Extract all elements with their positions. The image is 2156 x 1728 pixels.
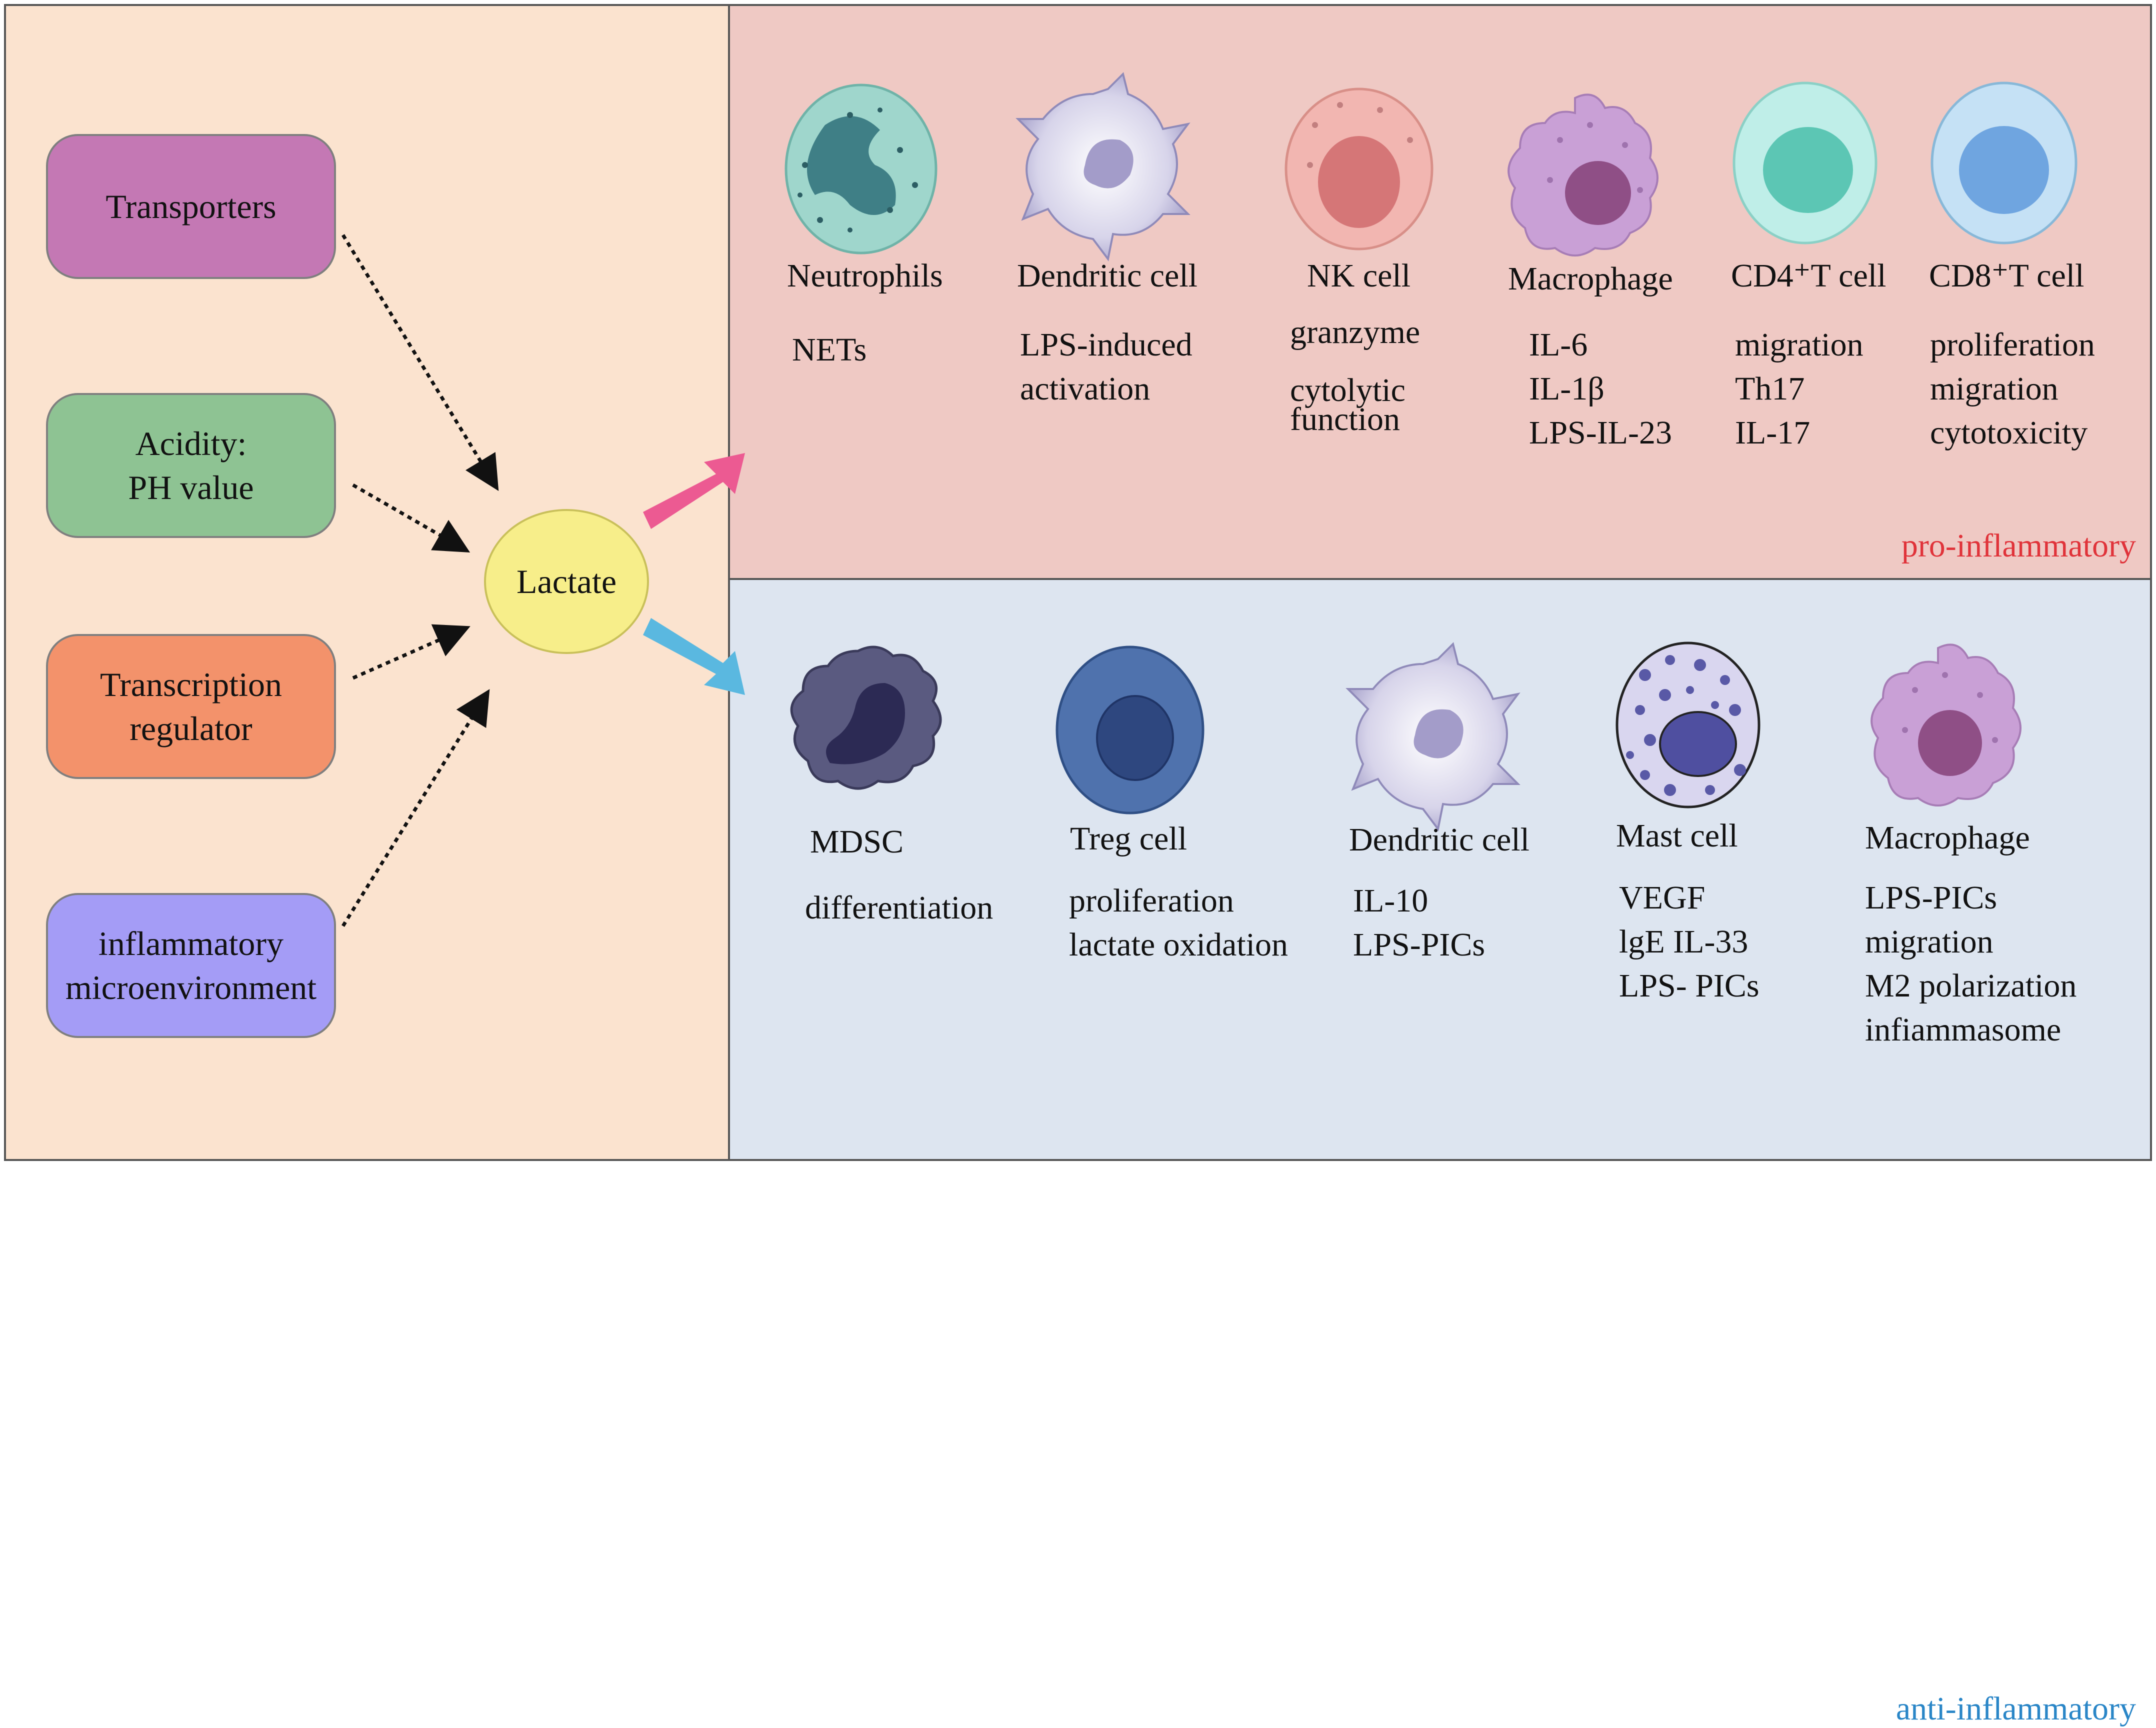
anti-cell-effects-treg: proliferation lactate oxidation bbox=[1069, 882, 1288, 963]
diagram: pro-inflammatory anti-inflammatory Trans… bbox=[4, 4, 2152, 1727]
cd4-t-cell-icon bbox=[1732, 82, 1878, 244]
anti-cell-effects-dendritic: IL-10 LPS-PICs bbox=[1353, 882, 1486, 963]
factor-inflammatory-microenvironment: inflammatory microenvironment bbox=[46, 893, 336, 1038]
dotted-arrow-transcription bbox=[352, 624, 470, 680]
lactate-node: Lactate bbox=[484, 509, 649, 654]
pro-cell-effects-neutrophils: NETs bbox=[792, 332, 867, 368]
anti-cell-effects-mast: VEGF lgE IL-33 LPS- PICs bbox=[1619, 880, 1760, 1004]
pro-cell-name-neutrophils: Neutrophils bbox=[787, 258, 943, 294]
nk-cell-icon bbox=[1284, 88, 1434, 250]
dotted-arrow-transporters bbox=[342, 234, 499, 491]
factor-transporters: Transporters bbox=[46, 134, 336, 279]
anti-cell-effects-mdsc: differentiation bbox=[805, 890, 994, 926]
anti-cell-name-macrophage: Macrophage bbox=[1865, 820, 2030, 856]
pro-inflammatory-label: pro-inflammatory bbox=[1901, 528, 2136, 564]
dendritic-cell-icon-anti bbox=[1346, 642, 1520, 832]
neutrophil-icon bbox=[784, 84, 938, 254]
pro-cell-name-cd4: CD4⁺T cell bbox=[1731, 258, 1886, 294]
pro-cell-effects-cd8: proliferation migration cytotoxicity bbox=[1930, 326, 2095, 451]
anti-inflammatory-label: anti-inflammatory bbox=[1896, 1690, 2136, 1727]
dotted-arrow-microenvironment bbox=[342, 689, 490, 927]
pro-cell-name-dendritic: Dendritic cell bbox=[1017, 258, 1198, 294]
pro-cell-effects-nk: granzyme cytolytic function bbox=[1290, 314, 1420, 438]
mast-cell-icon bbox=[1616, 642, 1760, 808]
pro-cell-name-cd8: CD8⁺T cell bbox=[1929, 258, 2084, 294]
factor-transcription-regulator: Transcription regulator bbox=[46, 634, 336, 779]
dendritic-cell-icon bbox=[1016, 72, 1190, 262]
pro-cell-effects-cd4: migration Th17 IL-17 bbox=[1735, 326, 1864, 451]
cd8-t-cell-icon bbox=[1930, 82, 2078, 244]
anti-cell-name-mdsc: MDSC bbox=[810, 824, 904, 860]
anti-cell-effects-macrophage: LPS-PICs migration M2 polarization infia… bbox=[1865, 880, 2077, 1048]
macrophage-icon bbox=[1508, 94, 1658, 256]
treg-cell-icon bbox=[1056, 646, 1204, 814]
anti-cell-name-mast: Mast cell bbox=[1616, 818, 1738, 854]
pro-inflammatory-panel: pro-inflammatory bbox=[728, 4, 2152, 580]
mdsc-icon bbox=[790, 646, 942, 790]
diagram-graphics bbox=[342, 72, 2078, 927]
pro-inflammatory-arrow bbox=[643, 453, 745, 529]
factor-acidity: Acidity: PH value bbox=[46, 393, 336, 538]
pro-cell-name-nk: NK cell bbox=[1307, 258, 1411, 294]
pro-cell-effects-macrophage: IL-6 IL-1β LPS-IL-23 bbox=[1529, 326, 1672, 451]
dotted-arrow-acidity bbox=[352, 483, 470, 552]
anti-inflammatory-arrow bbox=[643, 618, 745, 695]
pro-cell-effects-dendritic: LPS-induced activation bbox=[1020, 326, 1192, 407]
anti-cell-name-treg: Treg cell bbox=[1070, 820, 1188, 857]
macrophage-icon-anti bbox=[1870, 644, 2022, 806]
pro-cell-name-macrophage: Macrophage bbox=[1508, 260, 1673, 297]
anti-cell-name-dendritic: Dendritic cell bbox=[1349, 822, 1530, 858]
